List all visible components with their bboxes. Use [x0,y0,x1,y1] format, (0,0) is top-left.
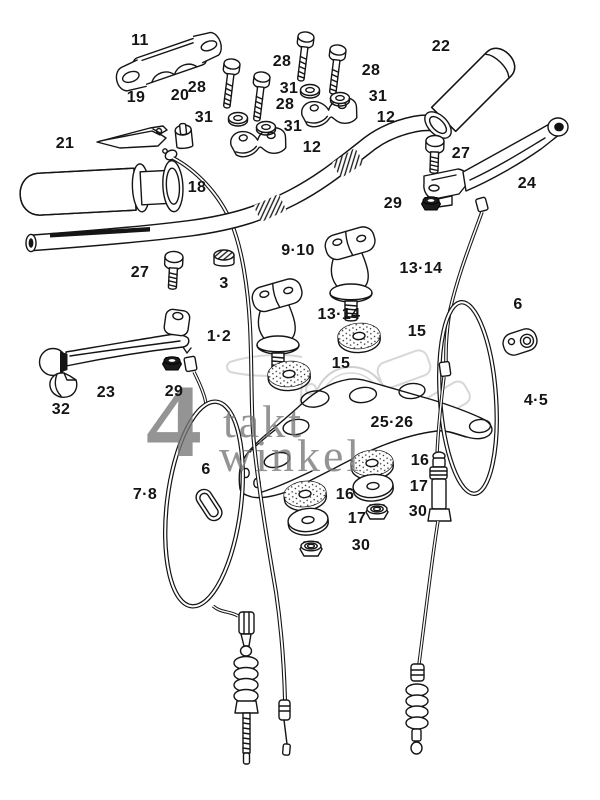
leader-line [67,154,71,165]
leader-line [346,68,358,71]
handlebar-9-10 [25,114,435,253]
leader-line [312,364,329,370]
leader-line [232,336,247,337]
bolt-28-c [291,30,316,83]
clamp-holder-right-12 [301,97,358,128]
front-brake-cable-4-5 [405,196,499,755]
leader-line [324,546,349,547]
handlebar-riser-left-13-14 [248,275,306,374]
nut-29-left [162,356,182,371]
leader-line [518,315,520,329]
leader-line [443,57,449,73]
bushing-20 [174,122,194,150]
leader-line [499,399,523,401]
clamp-holder-left-12 [230,127,287,158]
nut-30-left [299,540,323,557]
nut-30-right [365,503,389,520]
leader-line [137,108,140,124]
leader-line [266,102,273,105]
leader-line [152,271,164,273]
bolt-28-b [247,70,272,123]
washer-31-a [227,111,249,127]
leader-line [207,480,209,490]
bolt-27-right [424,134,445,175]
leader-line [107,369,111,383]
leader-line [383,332,405,334]
left-lever-23 [38,308,192,377]
leader-line [395,461,408,462]
cable-grommet-6-left [195,488,223,522]
washer-31-c [299,83,321,99]
leader-line [376,266,399,269]
leader-line [210,89,226,92]
clutch-cable-7-8 [162,355,259,765]
lever-bracket-19 [96,125,168,149]
washer-15-right [336,321,382,355]
left-grip-21 [19,160,184,216]
leader-line [292,221,296,241]
nut-29-right [421,196,441,211]
lever-knob-32 [49,372,78,398]
bolt-28-a [217,57,242,110]
leader-line [172,373,173,383]
cable-guide-6-right [502,328,538,356]
leader-line [390,511,406,512]
holder-upper-11 [115,31,222,92]
bolt-27-left [162,250,184,291]
washer-17-left [286,505,331,538]
leader-line [358,117,374,118]
right-grip-22 [424,47,516,139]
washer-31-d [329,91,351,107]
grommet-3 [213,249,235,267]
leader-line [441,152,449,154]
bolt-28-d [323,43,348,96]
washer-31-b [255,120,277,136]
right-lever-24 [423,117,569,208]
leader-line [286,147,300,148]
leader-line [528,156,531,174]
handlebar-riser-right-13-14 [321,223,379,322]
leader-line [302,310,316,313]
leader-line [181,106,184,124]
